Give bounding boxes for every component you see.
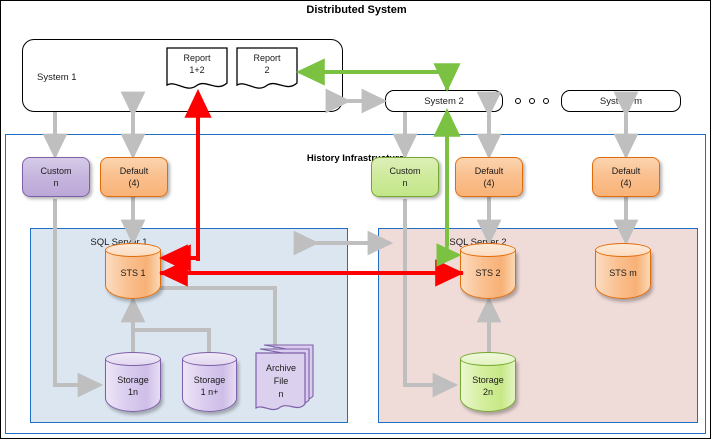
archive-file-label: Archive File n: [265, 363, 296, 399]
system-m-box[interactable]: System m: [561, 90, 681, 112]
node-default-4-left-line1: Default: [119, 166, 149, 176]
node-custom-n-right[interactable]: Custom n: [371, 157, 439, 197]
sql-server-1-label: SQL Server 1: [90, 237, 148, 248]
node-default-4-left[interactable]: Default (4): [100, 157, 168, 197]
cylinder-sts-2-body: [460, 250, 516, 299]
ellipsis-dot-3: [543, 98, 549, 104]
system-1-label: System 1: [37, 72, 77, 83]
cylinder-storage-1n-plus-cap: [182, 352, 237, 366]
node-default-4-mid-line1: Default: [474, 166, 504, 176]
cylinder-sts-1[interactable]: STS 1: [105, 243, 161, 299]
node-default-4-right[interactable]: Default (4): [592, 157, 660, 197]
cylinder-storage-1n-body: [105, 359, 161, 412]
history-infrastructure-panel: History Infrastructure: [5, 134, 706, 434]
cylinder-sts-1-cap: [105, 243, 161, 257]
cylinder-storage-1n-cap: [105, 352, 161, 366]
cylinder-storage-2n-body: [460, 359, 516, 412]
node-custom-n-left[interactable]: Custom n: [22, 157, 90, 197]
ellipsis-dot-1: [515, 98, 521, 104]
cylinder-sts-2-label: STS 2: [475, 268, 501, 278]
ellipsis-dot-2: [529, 98, 535, 104]
node-default-4-right-line1: Default: [611, 166, 641, 176]
node-custom-n-left-line2: n: [53, 178, 59, 188]
diagram-title: Distributed System: [306, 4, 407, 16]
node-default-4-mid[interactable]: Default (4): [455, 157, 523, 197]
cylinder-sts-2[interactable]: STS 2: [460, 243, 516, 299]
node-default-4-right-line2: (4): [620, 178, 632, 188]
cylinder-sts-2-cap: [460, 243, 516, 257]
node-default-4-mid-line2: (4): [483, 178, 495, 188]
node-custom-n-right-line1: Custom: [389, 166, 421, 176]
system-2-box[interactable]: System 2: [385, 90, 503, 112]
node-custom-n-right-line2: n: [402, 178, 408, 188]
cylinder-sts-m[interactable]: STS m: [595, 243, 651, 299]
cylinder-storage-2n-cap: [460, 352, 516, 366]
cylinder-sts-1-label: STS 1: [120, 268, 146, 278]
node-default-4-left-line2: (4): [128, 178, 140, 188]
history-infrastructure-label: History Infrastructure: [306, 153, 405, 164]
archive-file-stack[interactable]: Archive File n: [255, 344, 315, 412]
cylinder-sts-m-label: STS m: [609, 268, 637, 278]
node-custom-n-left-line1: Custom: [40, 166, 72, 176]
cylinder-sts-m-cap: [595, 243, 651, 257]
